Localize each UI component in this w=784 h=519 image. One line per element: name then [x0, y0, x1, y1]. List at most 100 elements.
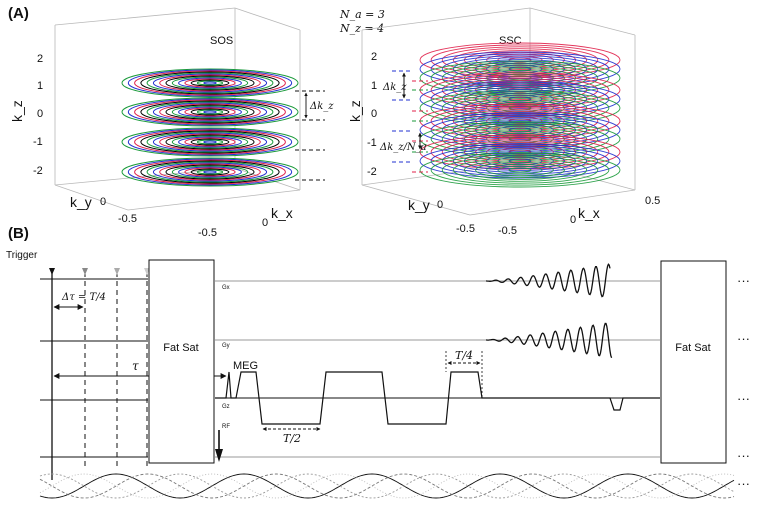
sos-spiral-ring [152, 162, 268, 182]
sos-spiral-ring [178, 136, 242, 148]
ssc-spiral-stack [419, 42, 621, 188]
ssc-x-tick: 0 [570, 214, 576, 226]
sos-z-tick: 0 [37, 108, 43, 120]
gx-readout-waveform [486, 263, 611, 298]
sos-spiral-stack [121, 68, 299, 187]
sos-spiral-ring [127, 69, 293, 97]
gz-waveform [215, 371, 660, 425]
sos-spiral-ring [203, 81, 217, 85]
sos-spiral-ring [134, 70, 286, 96]
sos-z-tick: 1 [37, 80, 43, 92]
sos-spiral-ring [196, 139, 224, 145]
sos-spiral-ring [184, 107, 236, 117]
sos-z-axis-label: k_z [9, 100, 25, 122]
trigger-phase-waveforms [39, 473, 735, 499]
ssc-spiral-ring [441, 125, 599, 153]
channel-baselines [40, 278, 148, 458]
ssc-y-tick: -0.5 [456, 223, 475, 235]
gz-label: Gz [222, 404, 230, 410]
sos-spiral-ring [127, 98, 293, 126]
ssc-y-axis-label: k_y [408, 197, 430, 213]
sos-spiral-ring [134, 129, 286, 155]
ssc-spiral-ring [441, 94, 599, 122]
trigger-label: Trigger [6, 250, 38, 261]
sos-spiral-ring [165, 134, 255, 150]
sos-spiral-ring [190, 168, 230, 176]
trigger-phase-curve [39, 473, 735, 499]
ssc-z-axis-label: k_z [347, 100, 363, 122]
ssc-spiral-ring [463, 160, 577, 180]
panel-b-label: (B) [8, 225, 29, 242]
sos-spiral-ring [196, 169, 224, 175]
gy-readout-waveform [486, 322, 613, 359]
param-na: N_a = 3 [339, 8, 385, 21]
sos-delta-kz-label: Δk_z [309, 101, 334, 112]
sos-spiral-ring [190, 108, 230, 116]
sos-spiral-ring [134, 159, 286, 185]
sos-spiral-ring [121, 157, 299, 187]
t-half-label: T/2 [283, 432, 301, 445]
sos-spiral-ring [184, 167, 236, 177]
sos-spiral-ring [134, 99, 286, 125]
ssc-z-tick: 1 [371, 80, 377, 92]
sos-y-tick: -0.5 [118, 213, 137, 225]
meg-label: MEG [233, 360, 258, 372]
sos-spiral-ring [171, 135, 249, 149]
sos-delta-kz-marker [295, 90, 325, 181]
ssc-y-tick: 0 [437, 199, 443, 211]
panel-a-label: (A) [8, 5, 29, 22]
sos-spiral-ring [165, 164, 255, 180]
sos-x-axis-label: k_x [271, 205, 293, 221]
sos-spiral-ring [203, 140, 217, 144]
ssc-z-tick: 0 [371, 108, 377, 120]
fat-sat-box [660, 260, 727, 464]
continuation-ellipsis: ··· [737, 331, 750, 346]
trigger-phase-curve [39, 473, 735, 499]
sos-plot: SOS 2 1 0 -1 -2 k_z k_y 0 -0.5 -0.5 0 k_… [9, 7, 334, 239]
fat-sat-label: Fat Sat [675, 342, 710, 354]
fat-sat-box [148, 259, 215, 464]
ssc-plot: SSC 2 1 0 -1 -2 k_z k_y 0 -0.5 -0.5 0 k_… [347, 7, 660, 237]
continuation-ellipsis: ··· [737, 391, 750, 406]
ssc-spiral-ring [497, 165, 543, 175]
sos-y-axis-label: k_y [70, 194, 92, 210]
ssc-delta-kz-label: Δk_z [382, 82, 407, 93]
sos-x-tick: 0 [262, 217, 268, 229]
sos-spiral-ring [140, 71, 280, 95]
rf-pulse-arrowhead [215, 449, 223, 462]
sos-spiral-ring [178, 77, 242, 89]
sos-z-tick: 2 [37, 53, 43, 65]
sos-spiral-ring [152, 132, 268, 152]
sos-spiral-ring [159, 103, 261, 121]
sos-spiral-ring [121, 97, 299, 127]
sos-spiral-ring [184, 137, 236, 147]
ssc-delta-kz-markers [392, 70, 428, 173]
sos-spiral-ring [146, 161, 274, 183]
continuation-ellipsis: ··· [737, 273, 750, 288]
ssc-x-axis-label: k_x [578, 205, 600, 221]
sos-title: SOS [210, 35, 233, 47]
sos-z-tick: -1 [33, 136, 43, 148]
ssc-spiral-ring [508, 75, 532, 81]
sos-spiral-ring [196, 80, 224, 86]
continuation-ellipsis: ··· [737, 476, 750, 491]
ssc-delta-kz-na-label: Δk_z/N_a [379, 142, 427, 153]
sos-spiral-ring [159, 133, 261, 151]
ssc-spiral-ring [508, 167, 532, 173]
ssc-spiral-ring [441, 156, 599, 184]
sos-spiral-ring [171, 165, 249, 179]
delta-tau-label: Δτ = T/4 [61, 292, 106, 303]
sos-spiral-ring [146, 72, 274, 94]
ssc-x-tick: -0.5 [498, 225, 517, 237]
ssc-spiral-ring [486, 163, 554, 177]
ssc-z-tick: -1 [367, 137, 377, 149]
gx-label: Gx [222, 285, 230, 291]
trigger-phase-curve [39, 473, 735, 499]
sos-spiral-ring [159, 74, 261, 92]
ssc-spiral-ring [475, 161, 565, 179]
rf-label: RF [222, 424, 230, 430]
sos-x-tick: -0.5 [198, 227, 217, 239]
sos-spiral-ring [146, 131, 274, 153]
sos-spiral-ring [165, 104, 255, 120]
sos-z-tick: -2 [33, 165, 43, 177]
